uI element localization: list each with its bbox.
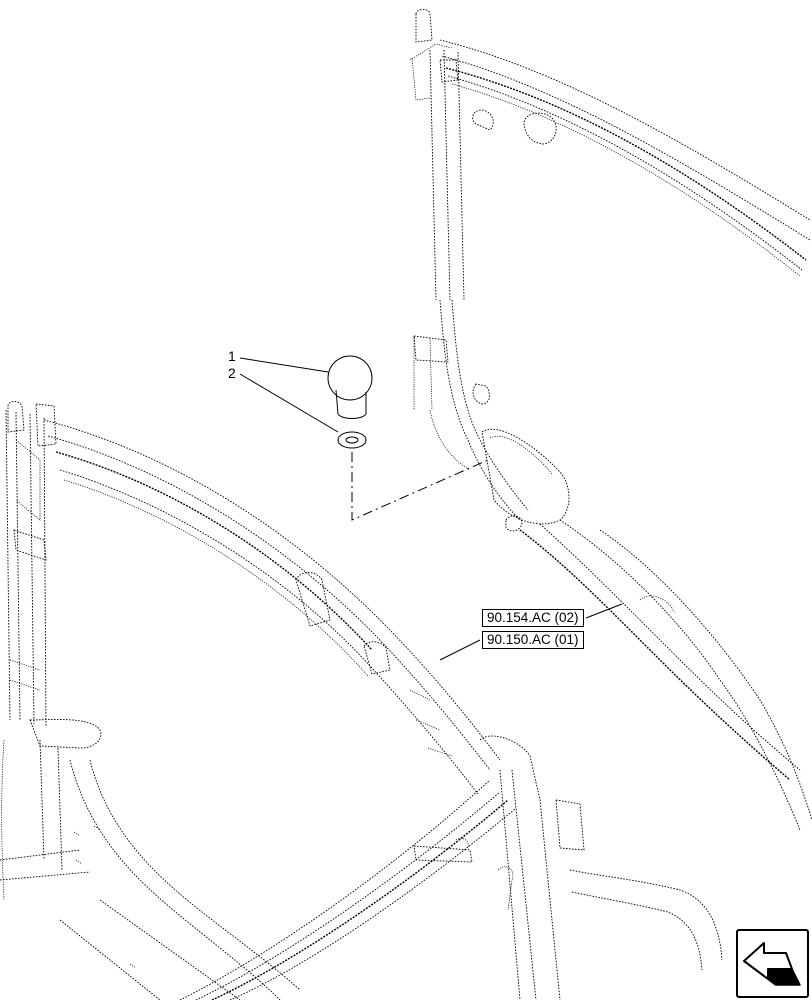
ball-part: [327, 355, 373, 419]
callout-2: 2: [228, 365, 236, 381]
roof-rail-upper: [439, 39, 811, 277]
right-lower-pillar: [479, 735, 723, 1000]
previous-page-arrow-icon: [743, 942, 801, 986]
main-roof-arch: [43, 419, 501, 795]
lower-crossbar: [179, 779, 517, 1000]
right-pillar: [409, 9, 529, 521]
curved-tube: [559, 519, 812, 831]
washer-part: [337, 431, 367, 449]
reference-link-90-150[interactable]: 90.150.AC (01): [482, 631, 584, 649]
leader-line-ref-01: [439, 639, 481, 661]
previous-page-button[interactable]: [736, 929, 809, 998]
door-frame-lower: [0, 759, 301, 1000]
assembly-centerline: [351, 452, 489, 521]
leader-line-ref-02: [585, 603, 623, 619]
callout-1: 1: [228, 348, 236, 364]
bracket-assembly: [481, 428, 801, 781]
leader-line-2: [239, 373, 339, 433]
left-pillar: [1, 401, 102, 901]
leader-line-1: [239, 357, 329, 373]
reference-link-90-154[interactable]: 90.154.AC (02): [482, 609, 584, 627]
